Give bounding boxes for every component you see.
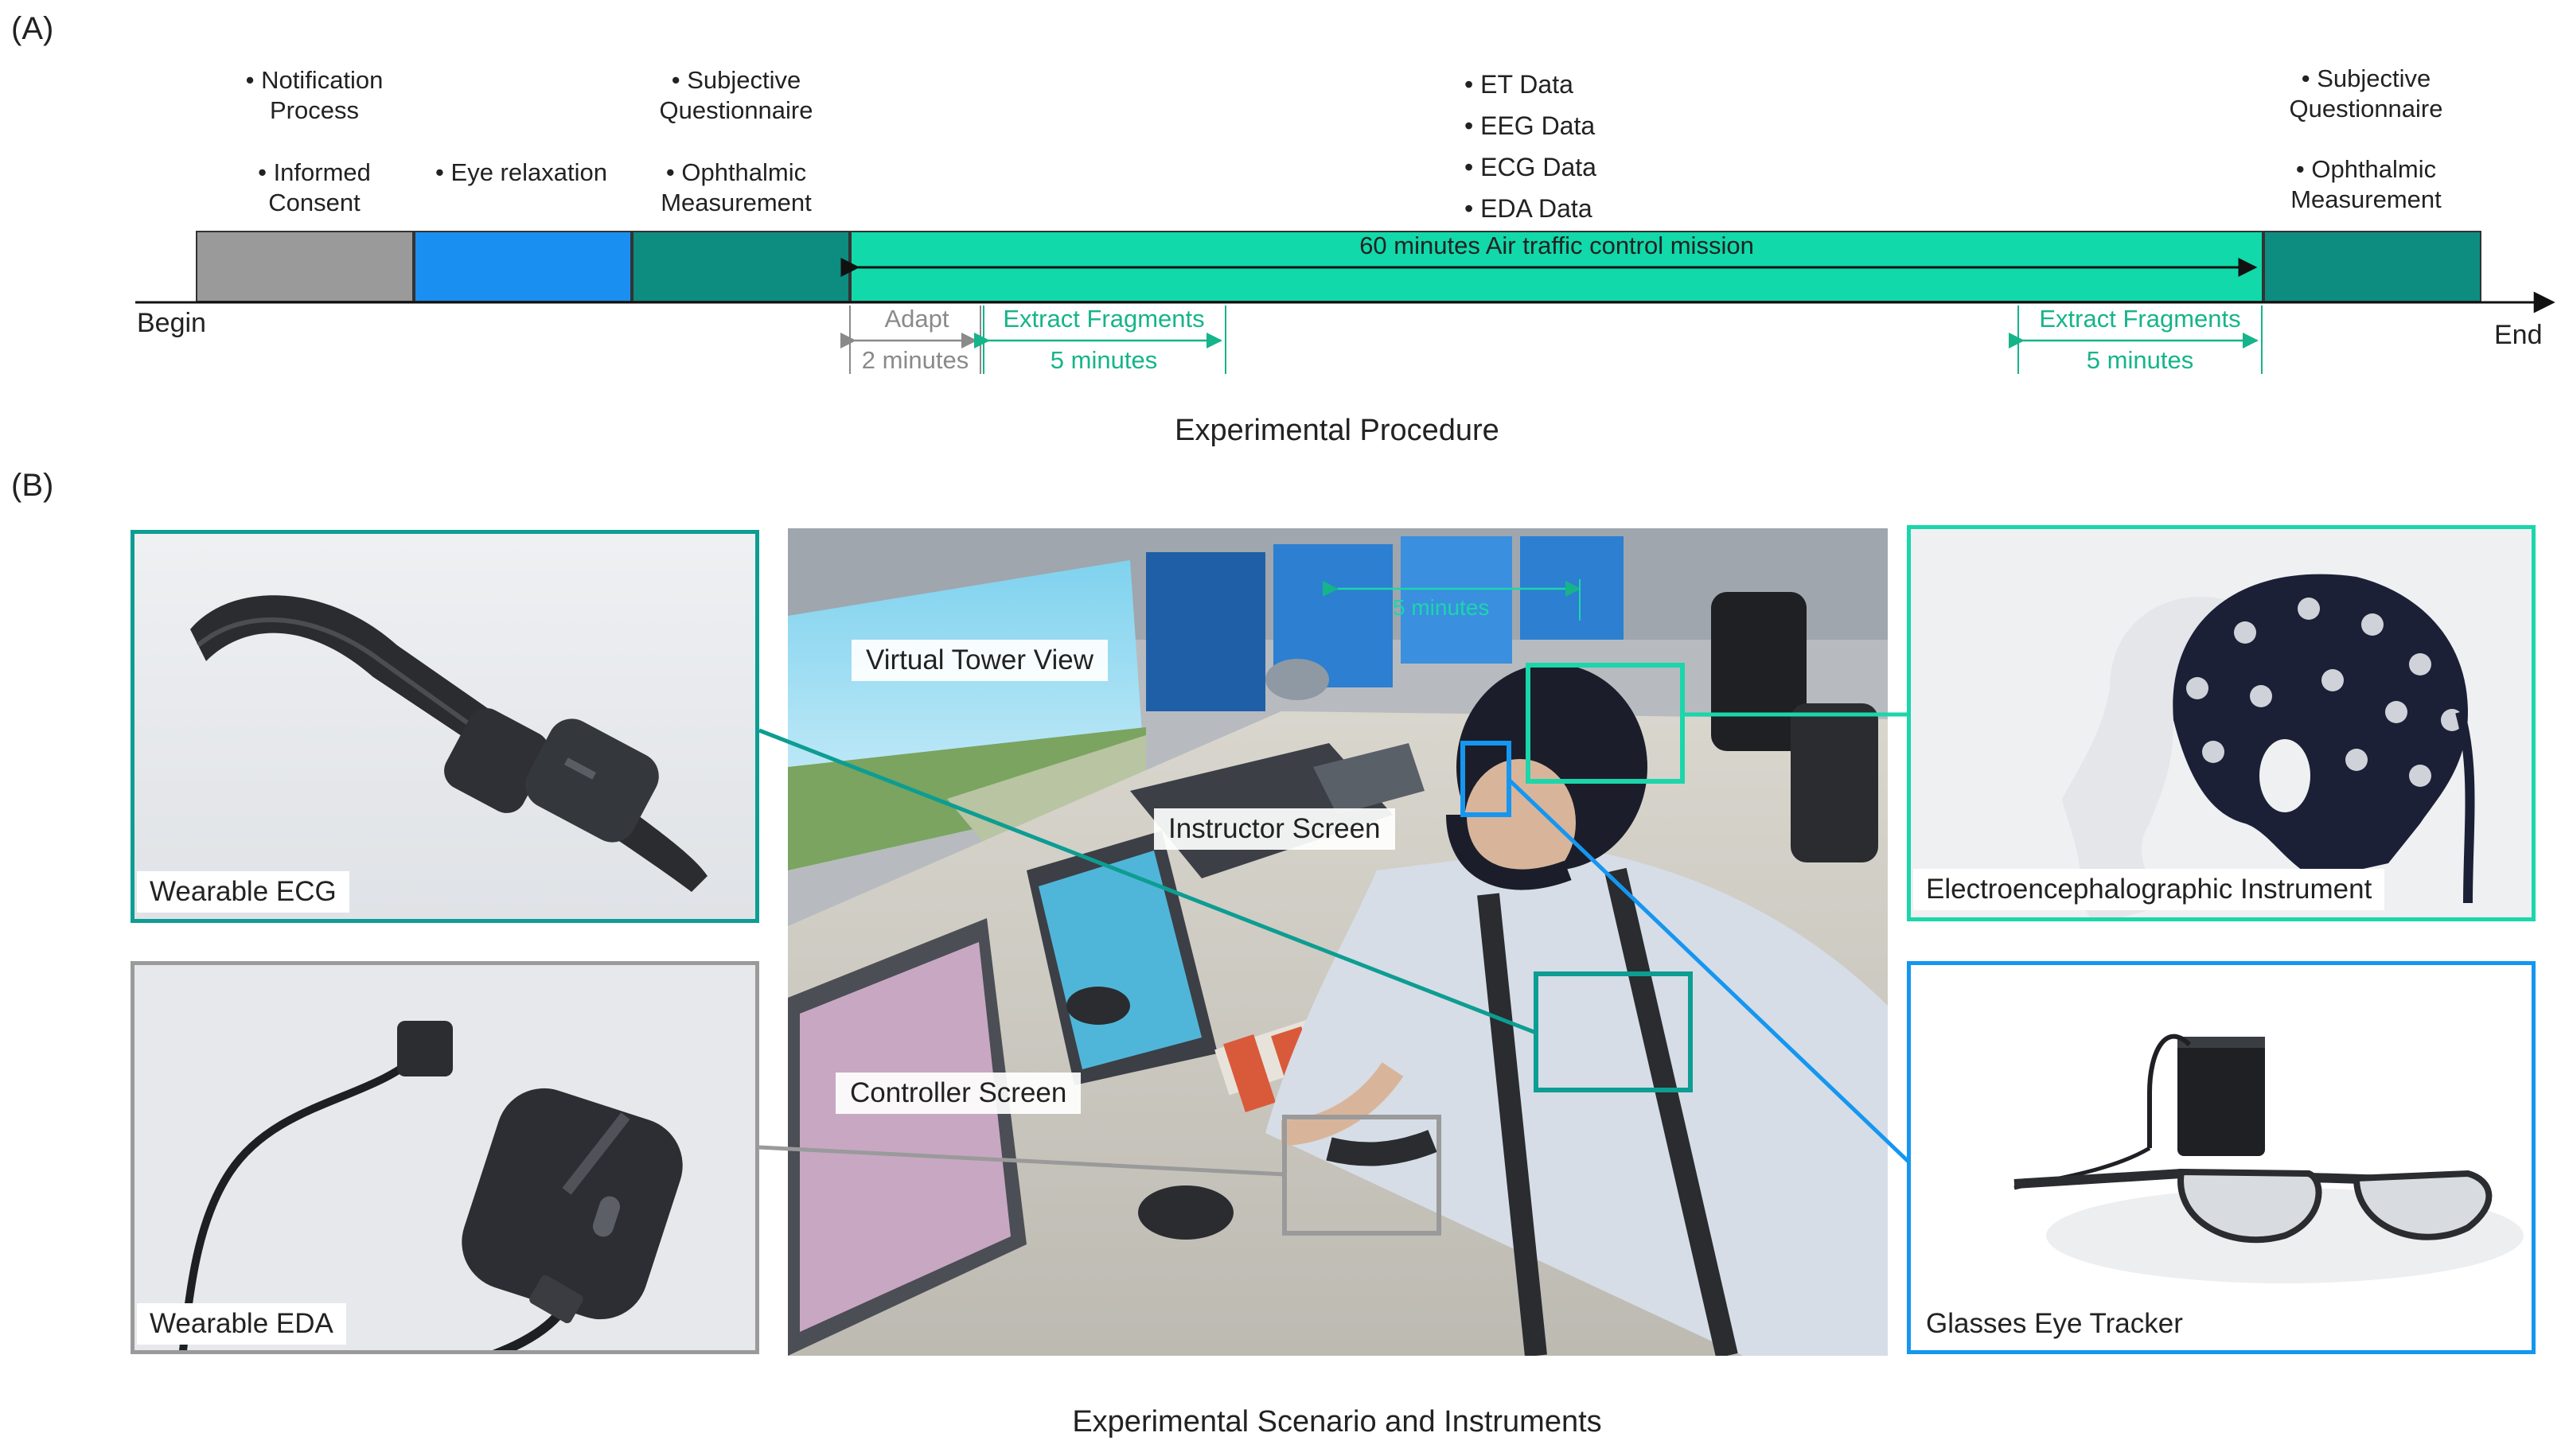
note-eda-data: • EDA Data <box>1464 194 1592 223</box>
label-glasses-eye-tracker: Glasses Eye Tracker <box>1913 1303 2196 1345</box>
panel-wearable-ecg <box>131 530 759 923</box>
segment-notification-consent <box>196 231 414 302</box>
highlight-eeg-cap <box>1526 663 1685 784</box>
panel-wearable-eda <box>131 961 759 1354</box>
extract-fragments-right-duration: 5 minutes <box>2086 346 2194 374</box>
note-ecg-data: • ECG Data <box>1464 153 1596 181</box>
label-eeg-instrument: Electroencephalographic Instrument <box>1913 869 2385 910</box>
panel-b-label: (B) <box>11 468 54 503</box>
label-controller-screen: Controller Screen <box>836 1073 1082 1114</box>
note-eeg-data: • EEG Data <box>1464 111 1596 140</box>
panel-eeg-instrument <box>1907 525 2536 921</box>
eeg-cap-illustration <box>1911 529 2532 917</box>
segment-eye-relaxation <box>414 231 632 302</box>
note-eye-relaxation: • Eye relaxation <box>435 158 607 186</box>
timeline-begin: Begin <box>137 308 206 338</box>
note-data-list: • ET Data • EEG Data • ECG Data • EDA Da… <box>1464 64 1596 229</box>
mission-label: 60 minutes Air traffic control mission <box>1359 232 1754 259</box>
caption-experimental-procedure: Experimental Procedure <box>1175 414 1499 447</box>
ecg-strap-illustration <box>134 534 755 919</box>
label-instructor-screen: Instructor Screen <box>1154 808 1395 850</box>
adapt-label: Adapt <box>884 305 949 333</box>
caption-experimental-scenario: Experimental Scenario and Instruments <box>1072 1405 1602 1438</box>
highlight-ecg <box>1534 971 1693 1092</box>
timeline-end: End <box>2494 320 2543 350</box>
photo-control-room: Virtual Tower View Instructor Screen Con… <box>788 528 1888 1356</box>
connector-ecg <box>758 728 1537 1035</box>
connector-eda <box>758 1145 1285 1177</box>
connector-eye-tracker <box>1507 778 1910 1163</box>
extract-fragments-right-label: Extract Fragments <box>2039 305 2241 333</box>
label-wearable-ecg: Wearable ECG <box>137 871 349 913</box>
note-et-data: • ET Data <box>1464 70 1573 99</box>
extract-fragments-left-label: Extract Fragments <box>1003 305 1205 333</box>
panel-a-label: (A) <box>11 11 54 46</box>
photo-overlay-5-minutes: 5 minutes <box>1393 595 1490 620</box>
label-virtual-tower-view: Virtual Tower View <box>852 640 1108 681</box>
segment-post-measurement <box>2263 231 2481 302</box>
eye-tracker-illustration <box>1911 965 2532 1350</box>
highlight-eye-tracker <box>1460 741 1511 817</box>
panel-glasses-eye-tracker <box>1907 961 2536 1354</box>
highlight-eda <box>1282 1115 1441 1236</box>
adapt-duration: 2 minutes <box>861 346 969 374</box>
label-wearable-eda: Wearable EDA <box>137 1303 346 1345</box>
eda-device-illustration <box>134 965 755 1350</box>
extract-fragments-left-duration: 5 minutes <box>1050 346 1158 374</box>
control-room-illustration <box>788 528 1888 1356</box>
